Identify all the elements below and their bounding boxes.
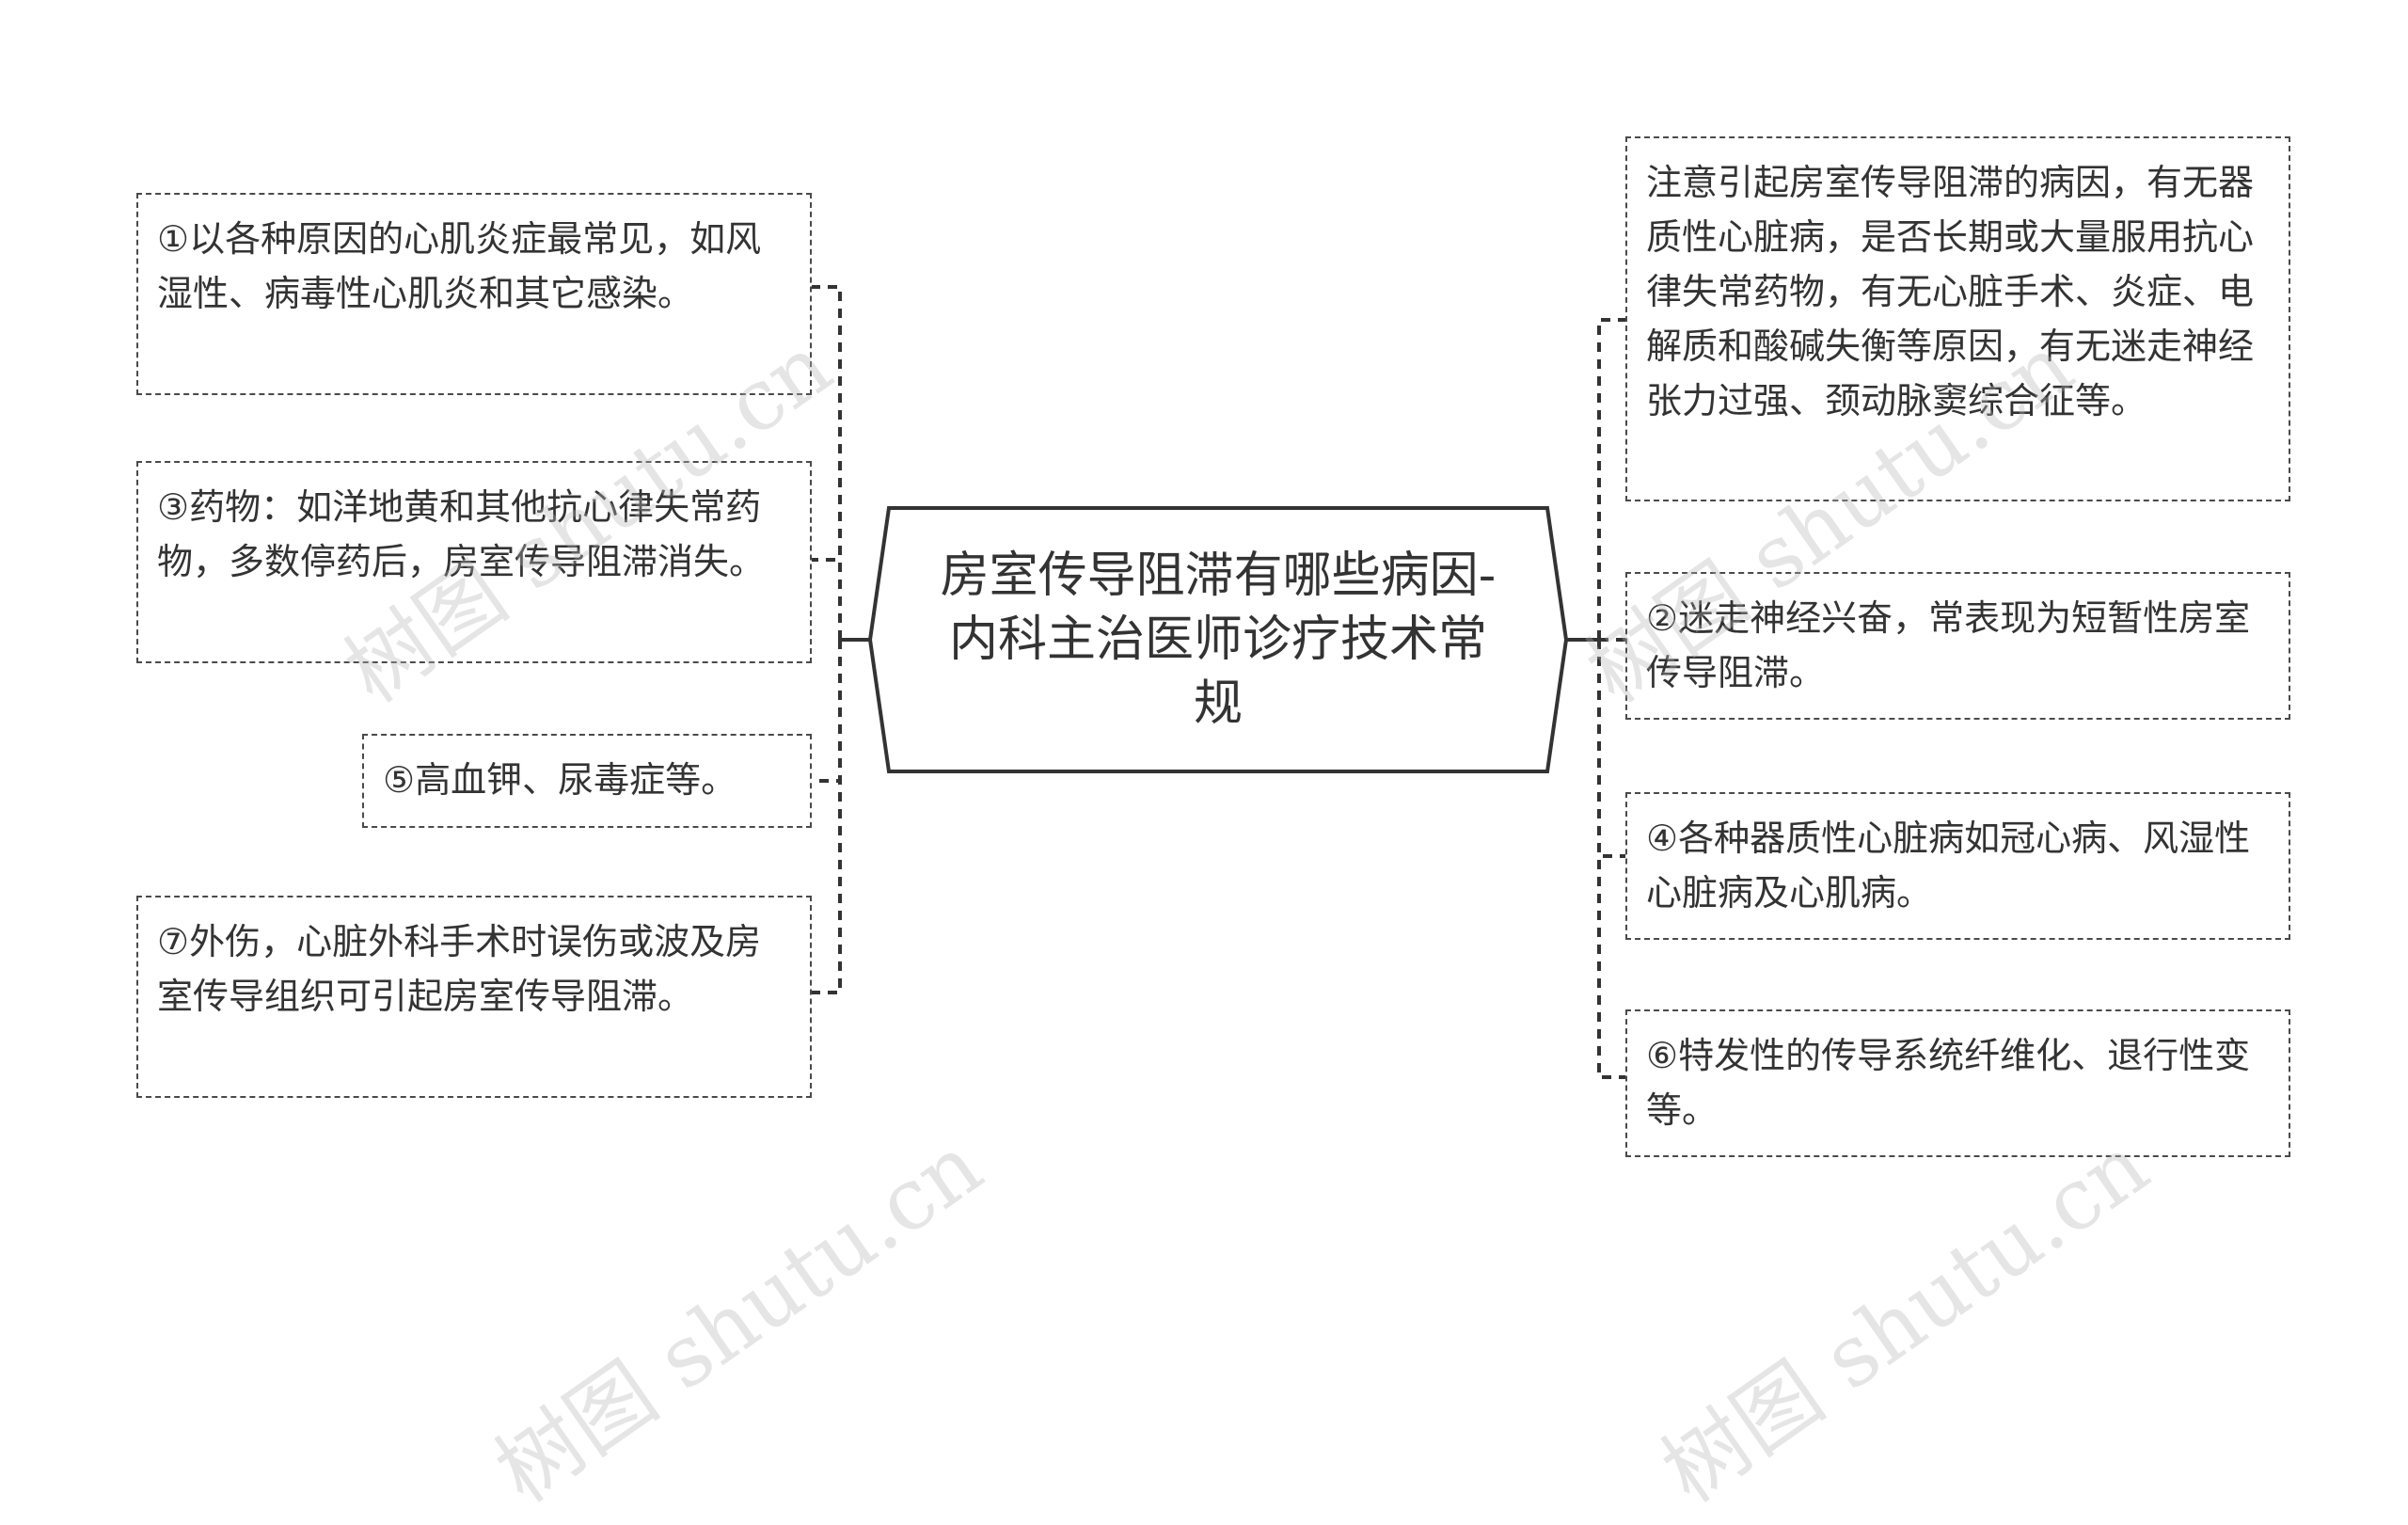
right-node-4-text: ④各种器质性心脏病如冠心病、风湿性心脏病及心肌病。 (1646, 818, 2251, 913)
left-node-5: ⑤高血钾、尿毒症等。 (362, 734, 812, 828)
right-node-6-text: ⑥特发性的传导系统纤维化、退行性变等。 (1646, 1035, 2251, 1131)
left-node-3-text: ③药物：如洋地黄和其他抗心律失常药物，多数停药后，房室传导阻滞消失。 (157, 486, 766, 582)
center-node: 房室传导阻滞有哪些病因-内科主治医师诊疗技术常规 (879, 508, 1557, 771)
right-node-6: ⑥特发性的传导系统纤维化、退行性变等。 (1625, 1009, 2290, 1157)
right-node-2: ②迷走神经兴奋，常表现为短暂性房室传导阻滞。 (1625, 572, 2290, 720)
left-connectors (812, 285, 870, 994)
right-connectors (1566, 318, 1625, 1079)
right-node-note-text: 注意引起房室传导阻滞的病因，有无器质性心脏病，是否长期或大量服用抗心律失常药物，… (1646, 162, 2255, 421)
right-node-note: 注意引起房室传导阻滞的病因，有无器质性心脏病，是否长期或大量服用抗心律失常药物，… (1625, 136, 2290, 501)
right-node-4: ④各种器质性心脏病如冠心病、风湿性心脏病及心肌病。 (1625, 792, 2290, 940)
left-node-7-text: ⑦外伤，心脏外科手术时误伤或波及房室传导组织可引起房室传导阻滞。 (157, 921, 762, 1017)
center-node-label: 房室传导阻滞有哪些病因-内科主治医师诊疗技术常规 (940, 548, 1497, 732)
left-node-7: ⑦外伤，心脏外科手术时误伤或波及房室传导组织可引起房室传导阻滞。 (136, 896, 812, 1098)
left-node-1-text: ①以各种原因的心肌炎症最常见，如风湿性、病毒性心肌炎和其它感染。 (157, 218, 762, 314)
mindmap-canvas (812, 285, 1625, 1079)
left-node-1: ①以各种原因的心肌炎症最常见，如风湿性、病毒性心肌炎和其它感染。 (136, 193, 812, 395)
left-node-3: ③药物：如洋地黄和其他抗心律失常药物，多数停药后，房室传导阻滞消失。 (136, 461, 812, 663)
left-node-5-text: ⑤高血钾、尿毒症等。 (383, 759, 737, 801)
right-node-2-text: ②迷走神经兴奋，常表现为短暂性房室传导阻滞。 (1646, 597, 2251, 693)
